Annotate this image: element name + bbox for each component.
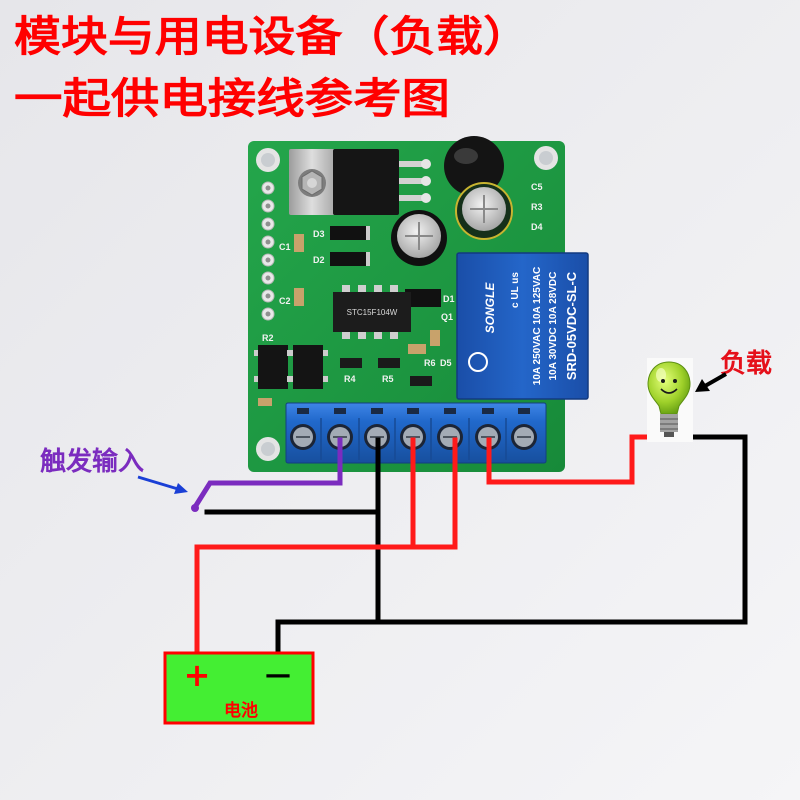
optocouplers: [254, 345, 328, 389]
silk-r6: R6: [424, 358, 436, 368]
relay: SONGLE c UL us 10A 250VAC 10A 125VAC 10A…: [456, 252, 589, 400]
chip-marking: STC15F104W: [347, 308, 398, 317]
silk-d3: D3: [313, 229, 325, 239]
capacitor-right: [455, 182, 513, 240]
silk-r4: R4: [344, 374, 356, 384]
mounting-holes: [256, 146, 558, 461]
silk-d5: D5: [440, 358, 452, 368]
mcu-chip: STC15F104W: [333, 285, 411, 339]
relay-model: SRD-05VDC-SL-C: [564, 271, 579, 380]
wires: [191, 434, 748, 656]
trigger-arrow-icon: [137, 475, 188, 494]
wire-trigger: [191, 437, 343, 511]
battery-plus: +: [184, 656, 211, 694]
load-label: 负载: [720, 349, 772, 379]
pcb-module: STC15F104W C5 R3 D4 D3 D2 C1 C2 R2 Q1 D1…: [248, 136, 589, 472]
title-line-1: 模块与用电设备（负载）: [14, 12, 530, 61]
silk-d4: D4: [531, 222, 543, 232]
silk-r2: R2: [262, 333, 274, 343]
relay-logo-icon: [468, 352, 488, 372]
switch-icon: [191, 504, 199, 512]
load-arrow-icon: [695, 372, 727, 392]
wire-battery-negative: [275, 434, 748, 656]
relay-cert: c UL us: [510, 272, 521, 308]
terminal-block: [285, 402, 547, 464]
relay-brand: SONGLE: [483, 282, 497, 334]
trigger-input-label: 触发输入: [40, 446, 144, 477]
relay-rating-dc: 10A 30VDC 10A 28VDC: [548, 272, 559, 381]
silk-q1: Q1: [441, 312, 453, 322]
relay-rating-ac: 10A 250VAC 10A 125VAC: [532, 267, 543, 385]
capacitor-left: [391, 210, 447, 266]
terminal-screws: [290, 424, 537, 450]
silk-d1: D1: [443, 294, 455, 304]
silk-r3: R3: [531, 202, 543, 212]
inductor: [444, 136, 504, 196]
silk-c2: C2: [279, 296, 291, 306]
wire-battery-positive: [194, 437, 458, 656]
header-pads: [261, 181, 275, 321]
silk-r5: R5: [382, 374, 394, 384]
battery-minus: —: [265, 660, 291, 690]
smd-components: [258, 226, 441, 406]
silk-c1: C1: [279, 242, 291, 252]
battery-box: [163, 651, 315, 725]
silk-c5: C5: [531, 182, 543, 192]
battery: + — 电池: [163, 651, 315, 725]
battery-label: 电池: [224, 700, 258, 721]
voltage-regulator: [289, 149, 431, 215]
silkscreen-labels: C5 R3 D4 D3 D2 C1 C2 R2 Q1 D1 R4 R5 R6 D…: [262, 182, 543, 384]
title-line-2: 一起供电接线参考图: [14, 74, 450, 123]
wire-load-output: [486, 434, 661, 485]
light-bulb-icon: [647, 358, 693, 442]
silk-d2: D2: [313, 255, 325, 265]
